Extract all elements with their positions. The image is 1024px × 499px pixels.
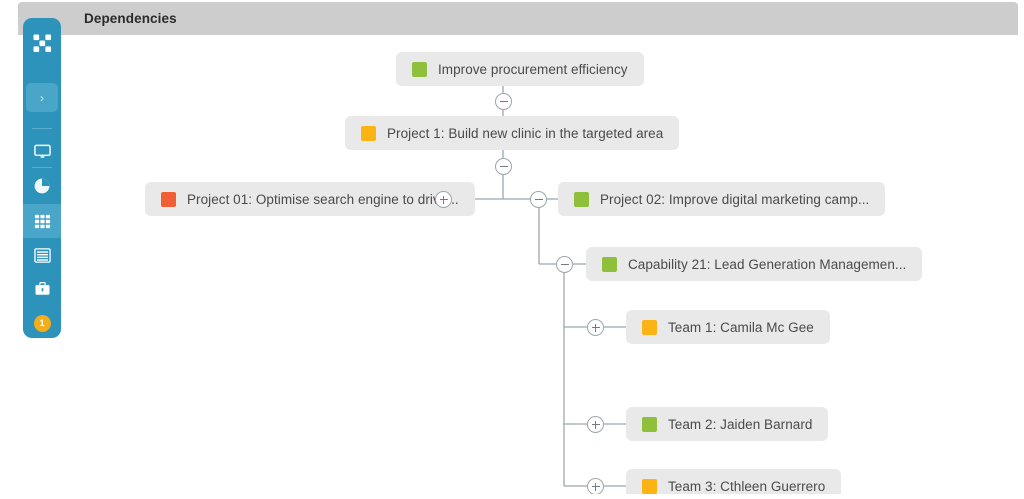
tree-node-team-2-jaiden-barnard[interactable]: Team 2: Jaiden Barnard bbox=[626, 407, 829, 441]
expand-toggle-team-1[interactable] bbox=[587, 319, 604, 336]
sidebar-item-nav-portfolio[interactable] bbox=[23, 272, 61, 306]
tree-node-project-01-optimise-search-engine[interactable]: Project 01: Optimise search engine to dr… bbox=[145, 182, 475, 216]
sidebar-rail[interactable]: › bbox=[23, 18, 61, 338]
tree-node-label: Project 01: Optimise search engine to dr… bbox=[187, 191, 459, 207]
scatter-logo-icon bbox=[32, 33, 52, 53]
tree-node-label: Capability 21: Lead Generation Managemen… bbox=[628, 256, 907, 272]
plus-icon-vertical bbox=[594, 323, 597, 332]
status-swatch-green bbox=[602, 256, 617, 272]
status-swatch-green bbox=[412, 61, 427, 77]
collapse-toggle-project-02[interactable] bbox=[530, 191, 547, 208]
tree-node-team-1-camila-mc-gee[interactable]: Team 1: Camila Mc Gee bbox=[626, 310, 830, 344]
pie-chart-icon bbox=[34, 178, 50, 194]
grid-icon bbox=[34, 213, 51, 230]
sidebar-item-nav-list[interactable] bbox=[23, 238, 61, 272]
status-swatch-amber bbox=[642, 319, 657, 335]
tree-node-label: Team 3: Cthleen Guerrero bbox=[668, 478, 826, 494]
tree-node-capability-21-lead-generation[interactable]: Capability 21: Lead Generation Managemen… bbox=[586, 247, 923, 281]
panel-header-bar: Dependencies bbox=[18, 2, 1018, 35]
tree-node-team-3-cthleen-guerrero[interactable]: Team 3: Cthleen Guerrero bbox=[626, 469, 842, 494]
chevron-right-icon: › bbox=[40, 90, 44, 105]
plus-icon-vertical bbox=[442, 195, 445, 204]
tree-node-label: Improve procurement efficiency bbox=[438, 61, 628, 77]
sidebar-item-nav-dashboard[interactable] bbox=[23, 134, 61, 168]
plus-icon-vertical bbox=[594, 420, 597, 429]
minus-icon bbox=[534, 198, 543, 201]
tree-node-project-1-build-new-clinic[interactable]: Project 1: Build new clinic in the targe… bbox=[345, 116, 680, 150]
tree-node-label: Team 2: Jaiden Barnard bbox=[668, 416, 813, 432]
status-swatch-amber bbox=[642, 478, 657, 494]
minus-icon bbox=[560, 263, 569, 266]
expand-toggle-project-01[interactable] bbox=[435, 191, 452, 208]
expand-toggle-team-2[interactable] bbox=[587, 416, 604, 433]
tree-node-label: Project 02: Improve digital marketing ca… bbox=[600, 191, 870, 207]
sidebar-item-nav-grid[interactable] bbox=[23, 204, 61, 238]
expand-toggle-team-3[interactable] bbox=[587, 478, 604, 494]
sidebar-divider bbox=[32, 128, 52, 129]
minus-icon bbox=[499, 165, 508, 168]
collapse-toggle-capability-21[interactable] bbox=[556, 256, 573, 273]
sidebar-item-nav-notifications[interactable]: 1 bbox=[23, 306, 61, 340]
page-title: Dependencies bbox=[84, 11, 177, 26]
sidebar-item-expand-rail[interactable]: › bbox=[26, 83, 58, 112]
collapse-toggle-project-1[interactable] bbox=[495, 158, 512, 175]
status-swatch-amber bbox=[361, 125, 376, 141]
sidebar-divider bbox=[32, 167, 52, 168]
status-swatch-green bbox=[574, 191, 589, 207]
dependency-tree-canvas[interactable]: Improve procurement efficiency Project 1… bbox=[18, 35, 1018, 494]
tree-node-label: Team 1: Camila Mc Gee bbox=[668, 319, 814, 335]
collapse-toggle-improve-procurement[interactable] bbox=[495, 93, 512, 110]
sidebar-item-logo-scatter[interactable] bbox=[23, 26, 61, 60]
tree-node-label: Project 1: Build new clinic in the targe… bbox=[387, 125, 664, 141]
badge-count-icon: 1 bbox=[33, 314, 51, 332]
monitor-icon bbox=[33, 143, 51, 160]
tree-node-project-02-improve-digital-marketing[interactable]: Project 02: Improve digital marketing ca… bbox=[558, 182, 886, 216]
sidebar-item-nav-analytics[interactable] bbox=[23, 169, 61, 203]
status-swatch-green bbox=[642, 416, 657, 432]
minus-icon bbox=[499, 100, 508, 103]
list-icon bbox=[33, 247, 51, 264]
briefcase-icon bbox=[34, 281, 51, 298]
status-swatch-red bbox=[161, 191, 176, 207]
plus-icon-vertical bbox=[594, 482, 597, 491]
tree-node-improve-procurement-efficiency[interactable]: Improve procurement efficiency bbox=[396, 52, 644, 86]
